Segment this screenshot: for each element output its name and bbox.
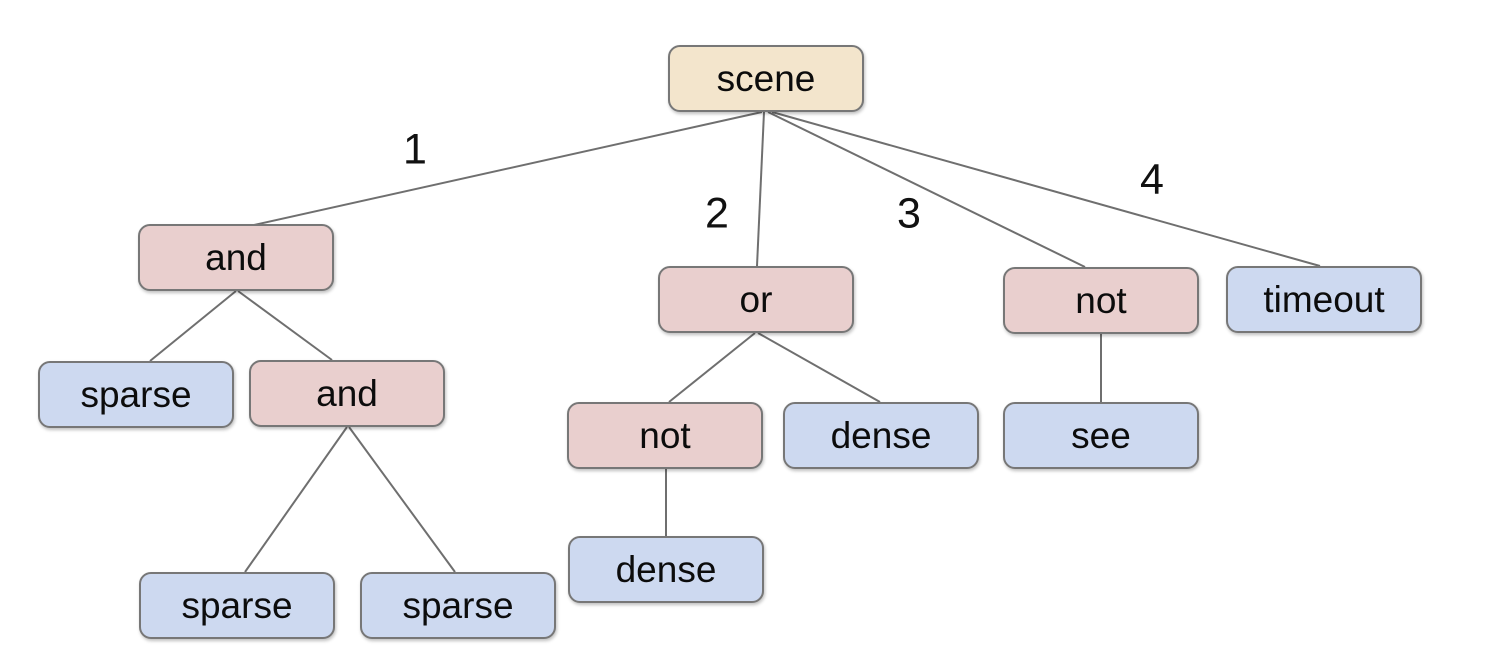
node-and-2: and [249, 360, 445, 427]
edge-and-1-and-2 [237, 290, 333, 361]
node-and-1: and [138, 224, 334, 291]
edge-label-4: 4 [1140, 155, 1164, 204]
edge-or-1-not-2 [668, 332, 756, 403]
node-or-1: or [658, 266, 854, 333]
node-not-1: not [1003, 267, 1199, 334]
node-dense-2: dense [568, 536, 764, 603]
node-see-1: see [1003, 402, 1199, 469]
node-sparse-1: sparse [38, 361, 234, 428]
edge-scene-not-1 [767, 111, 1086, 268]
edge-label-3: 3 [897, 189, 921, 238]
node-scene: scene [668, 45, 864, 112]
edge-scene-or-1 [756, 111, 765, 267]
node-sparse-2: sparse [139, 572, 335, 639]
edge-and-2-sparse-3 [348, 426, 456, 573]
node-timeout-1: timeout [1226, 266, 1422, 333]
edge-label-2: 2 [705, 189, 729, 238]
edge-and-1-sparse-1 [149, 290, 237, 362]
edge-or-1-dense-1 [757, 332, 881, 403]
node-dense-1: dense [783, 402, 979, 469]
edge-and-2-sparse-2 [244, 426, 348, 573]
edge-label-1: 1 [403, 125, 427, 174]
node-not-2: not [567, 402, 763, 469]
edge-scene-timeout-1 [771, 111, 1321, 267]
node-sparse-3: sparse [360, 572, 556, 639]
edge-scene-and-1 [244, 111, 763, 228]
